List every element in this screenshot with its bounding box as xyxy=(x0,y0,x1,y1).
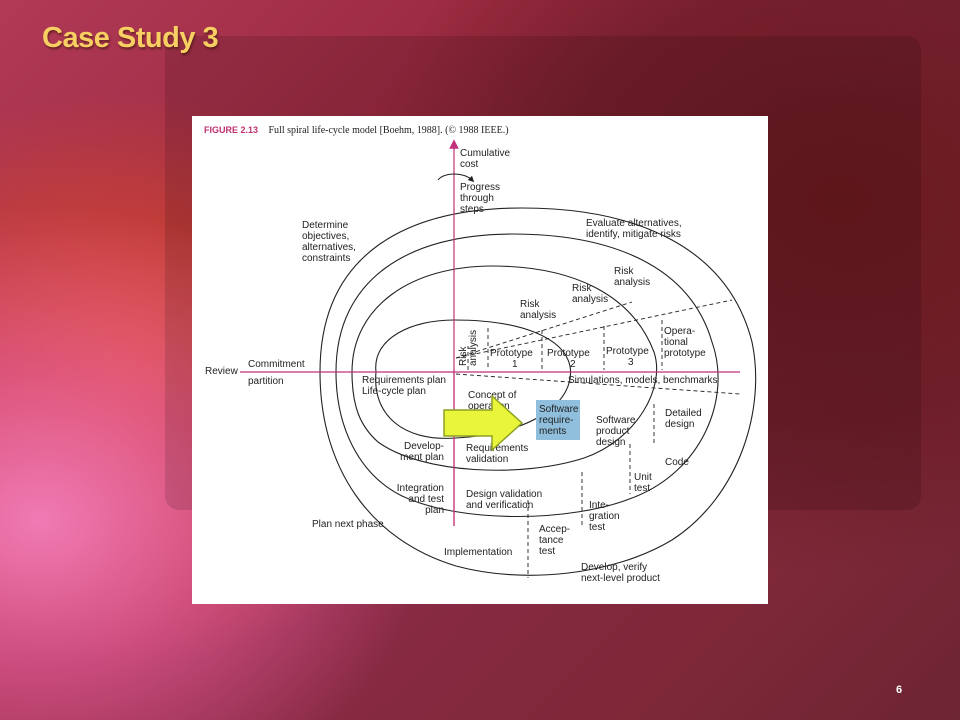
progress-curve-arrow xyxy=(437,173,475,183)
page-number: 6 xyxy=(896,684,903,696)
spiral-curves xyxy=(319,207,757,576)
review-label: Review xyxy=(205,366,239,377)
divider-bench xyxy=(455,373,741,395)
risk-analysis-vertical-label: Riskanalysis xyxy=(458,330,479,366)
development-plan-label: Develop-ment plan xyxy=(400,441,444,463)
partition-label: partition xyxy=(248,376,284,387)
code-label: Code xyxy=(665,457,689,468)
figure-caption: FIGURE 2.13 Full spiral life-cycle model… xyxy=(204,120,509,137)
yellow-arrow-icon xyxy=(443,394,524,452)
caption-text: Full spiral life-cycle model [Boehm, 198… xyxy=(268,125,508,136)
divider-risk-1 xyxy=(455,301,633,359)
evaluate-label: Evaluate alternatives,identify, mitigate… xyxy=(586,218,682,240)
divider-risk-2 xyxy=(455,299,733,359)
simulations-label: Simulations, models, benchmarks xyxy=(568,375,718,386)
spiral-model-figure: FIGURE 2.13 Full spiral life-cycle model… xyxy=(192,116,768,604)
dashed-dividers xyxy=(455,299,741,578)
commitment-label: Commitment xyxy=(248,359,305,370)
caption-label: FIGURE 2.13 xyxy=(204,125,258,135)
spiral-loop-1 xyxy=(375,319,572,439)
plan-next-phase-label: Plan next phase xyxy=(312,519,384,530)
implementation-label: Implementation xyxy=(444,547,512,558)
spiral-loop-4 xyxy=(319,207,757,576)
slide-title: Case Study 3 xyxy=(42,22,219,54)
software-requirements-highlight xyxy=(536,400,580,440)
spiral-diagram-svg: FIGURE 2.13 Full spiral life-cycle model… xyxy=(204,120,757,584)
spiral-loop-3 xyxy=(335,233,719,518)
spiral-loop-2 xyxy=(351,265,658,471)
